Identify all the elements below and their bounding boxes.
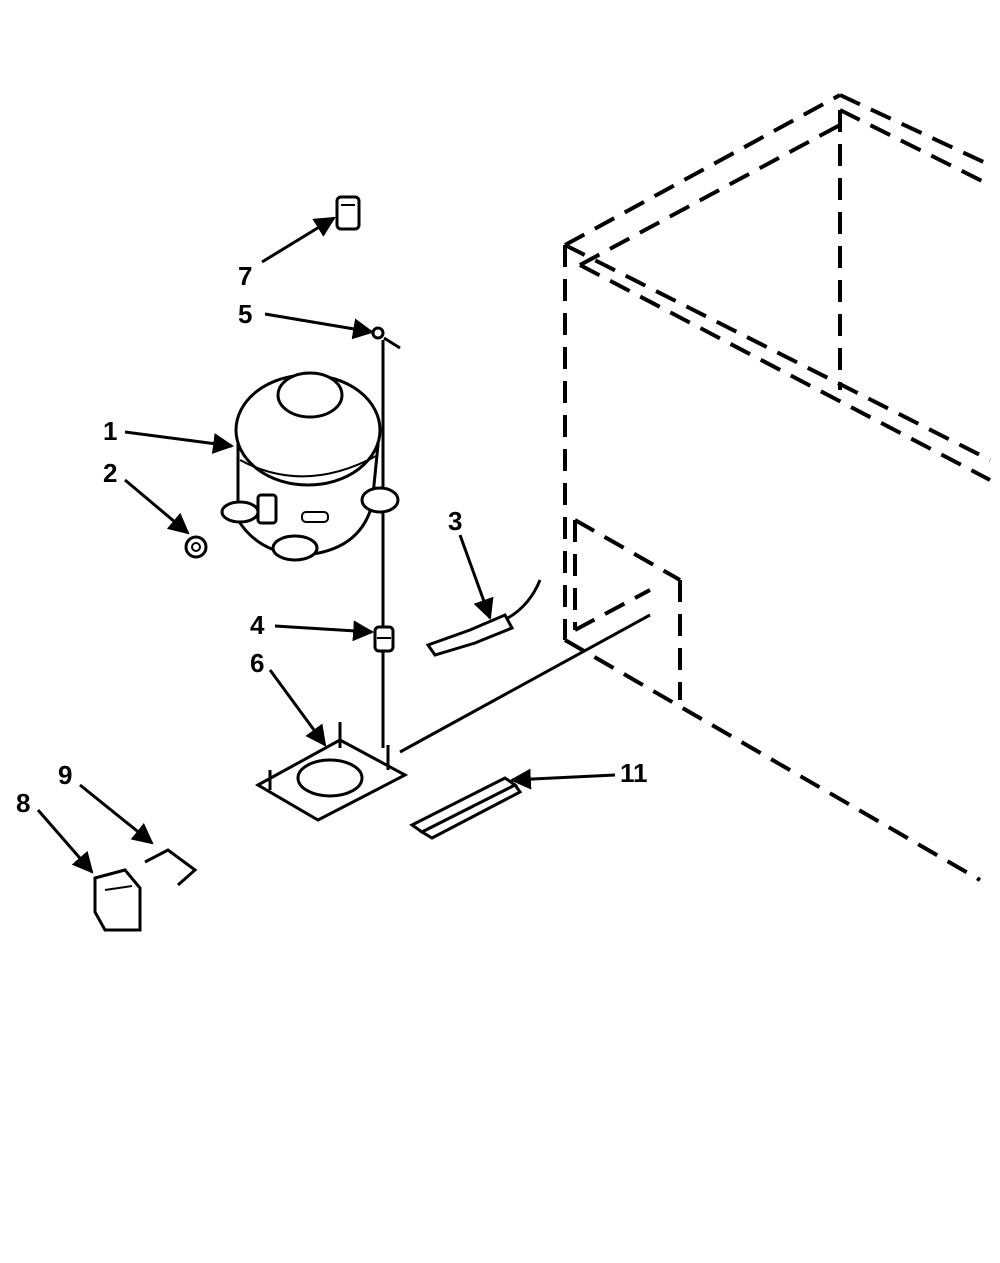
callout-2: 2 [103,458,117,488]
leader-lines [36,216,616,874]
callout-6: 6 [250,648,264,678]
callout-4: 4 [250,610,265,640]
callout-9: 9 [58,760,72,790]
terminal-cover-part [93,868,142,932]
cabinet-outline [563,93,991,882]
callout-5: 5 [238,299,252,329]
callout-7: 7 [238,261,252,291]
base-plate-part [254,722,409,822]
bracket-part [409,776,523,840]
grommet-part [184,535,208,559]
callout-8: 8 [16,788,30,818]
relay-cap-part [335,195,361,231]
sensor-part [425,579,542,657]
callout-11: 11 [620,758,648,788]
callout-3: 3 [448,506,462,536]
compressor-part [220,371,400,562]
clip-part [144,848,198,887]
grommet-4-part [373,625,395,653]
callout-1: 1 [103,416,117,446]
clip-pin-part [371,326,401,350]
floor-line [399,613,651,754]
